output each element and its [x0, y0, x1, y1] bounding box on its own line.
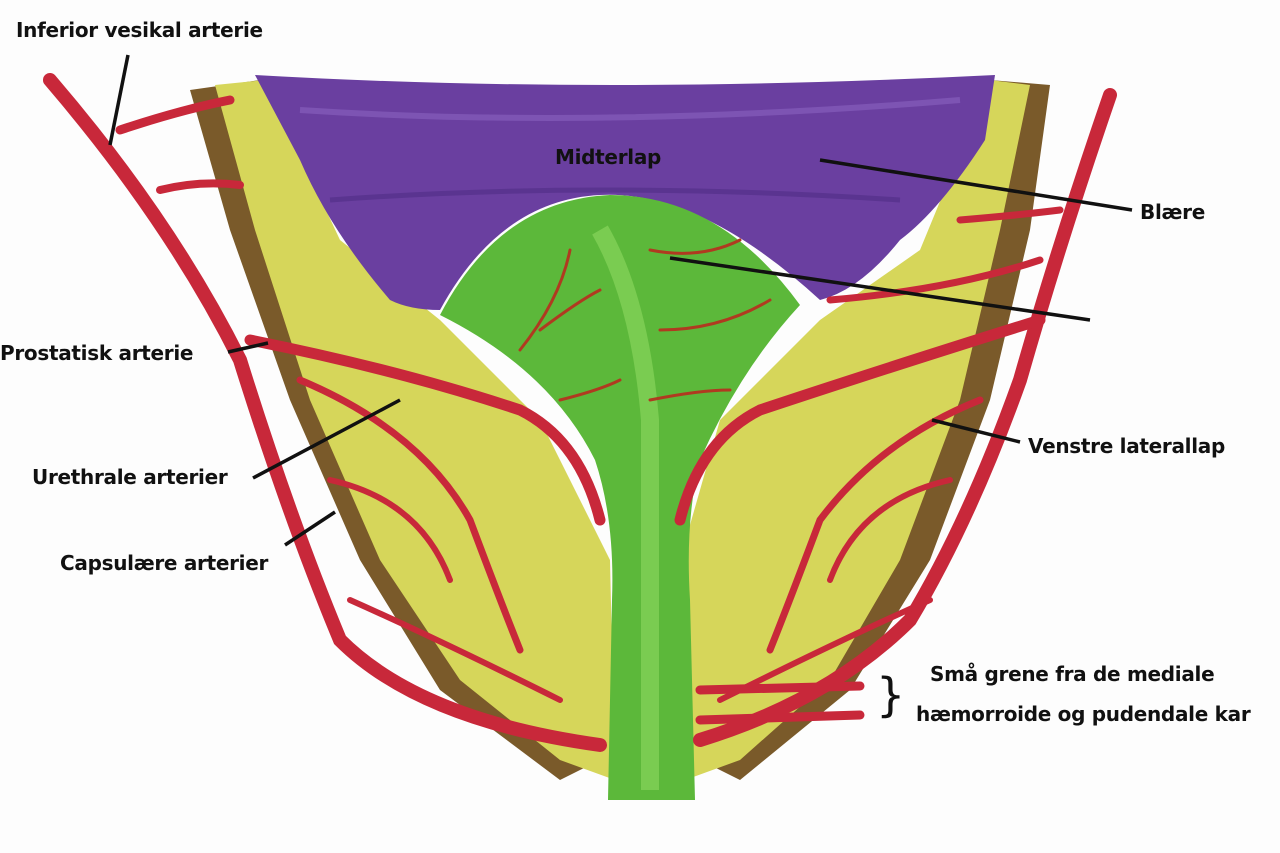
- label-bladder: Blære: [1140, 200, 1205, 224]
- label-small-branches-1: Små grene fra de mediale: [930, 662, 1215, 686]
- label-inferior-vesical-artery: Inferior vesikal arterie: [16, 18, 263, 42]
- lateral-lobe-right: [680, 80, 1030, 780]
- leader-lines: [108, 54, 1133, 547]
- lateral-lobe-left: [215, 80, 615, 780]
- label-middle-lobe: Midterlap: [555, 145, 662, 169]
- brace-icon: }: [876, 668, 905, 722]
- median-lobe: [440, 195, 800, 800]
- label-capsular-arteries: Capsulære arterier: [60, 551, 269, 575]
- label-prostatic-artery: Prostatisk arterie: [0, 341, 194, 365]
- label-left-lateral-lobe: Venstre laterallap: [1028, 434, 1226, 458]
- label-urethral-arteries: Urethrale arterier: [32, 465, 228, 489]
- arteries: [43, 73, 1117, 752]
- label-small-branches-2: hæmorroide og pudendale kar: [916, 702, 1251, 726]
